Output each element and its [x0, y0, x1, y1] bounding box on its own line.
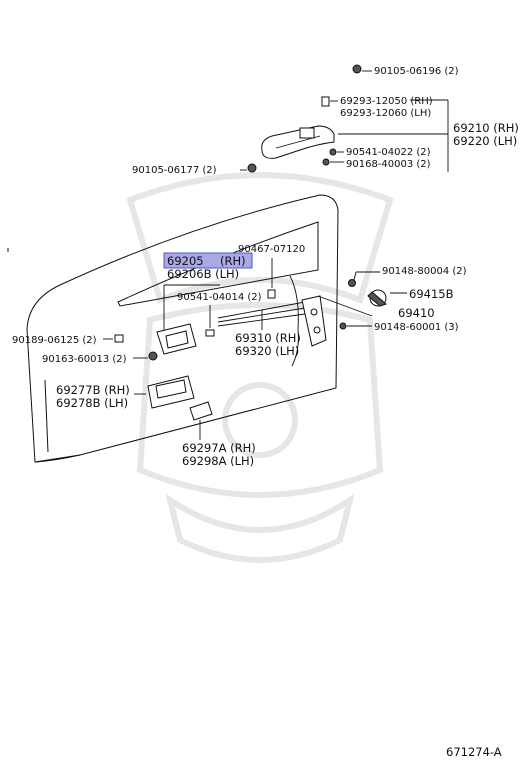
clip-90467-07120[interactable]: [267, 258, 276, 299]
outside-handle-69210[interactable]: [261, 99, 449, 172]
label-90105-06196[interactable]: 90105-06196 (2): [374, 66, 459, 77]
label-69310[interactable]: 69310 (RH): [235, 331, 301, 345]
diagram-code: 671274-A: [446, 745, 502, 759]
label-69415b[interactable]: 69415B: [409, 287, 454, 301]
clip-90541-04014[interactable]: [205, 305, 215, 337]
bolt-90148-80004[interactable]: [348, 271, 381, 287]
label-90148-60001[interactable]: 90148-60001 (3): [374, 322, 459, 333]
pull-handle-69297a[interactable]: [189, 401, 213, 440]
label-69220[interactable]: 69220 (LH): [453, 134, 517, 148]
label-69297a[interactable]: 69297A (RH): [182, 441, 256, 455]
clip-69293[interactable]: [321, 96, 338, 107]
label-69410[interactable]: 69410: [398, 306, 435, 320]
clip-90189-06125[interactable]: [103, 334, 124, 343]
armrest-69277b[interactable]: [134, 375, 195, 409]
label-69205-side[interactable]: (RH): [220, 254, 246, 268]
screw-90163-60013[interactable]: [133, 351, 158, 361]
label-90467-07120[interactable]: 90467-07120: [238, 244, 305, 255]
label-69278b[interactable]: 69278B (LH): [56, 396, 128, 410]
striker-69415b[interactable]: [367, 289, 407, 307]
label-69205-number[interactable]: 69205: [167, 254, 204, 268]
door-panel: [7, 194, 339, 463]
selected-part-highlight: [163, 252, 253, 269]
inside-handle-69205[interactable]: [156, 284, 220, 355]
screw-90541-04022[interactable]: [329, 148, 344, 156]
label-69298a[interactable]: 69298A (LH): [182, 454, 254, 468]
label-69293-rh[interactable]: 69293-12050 (RH): [340, 96, 433, 107]
bolt-90105-06196[interactable]: [352, 64, 372, 74]
watermark-emblem: [126, 172, 394, 563]
screw-90148-60001[interactable]: [339, 322, 372, 330]
rod-69310[interactable]: [217, 275, 306, 367]
label-69210[interactable]: 69210 (RH): [453, 121, 519, 135]
screw-90168-40003[interactable]: [322, 158, 344, 166]
door-lock-69410[interactable]: [301, 295, 373, 347]
label-69293-lh[interactable]: 69293-12060 (LH): [340, 108, 431, 119]
label-90148-80004[interactable]: 90148-80004 (2): [382, 266, 467, 277]
label-90163-60013[interactable]: 90163-60013 (2): [42, 354, 127, 365]
label-69277b[interactable]: 69277B (RH): [56, 383, 130, 397]
label-90541-04014[interactable]: 90541-04014 (2): [177, 292, 262, 303]
label-90168-40003[interactable]: 90168-40003 (2): [346, 159, 431, 170]
label-69320[interactable]: 69320 (LH): [235, 344, 299, 358]
label-90105-06177[interactable]: 90105-06177 (2): [132, 165, 217, 176]
label-90541-04022[interactable]: 90541-04022 (2): [346, 147, 431, 158]
screw-90105-06177[interactable]: [240, 163, 257, 173]
label-69206b[interactable]: 69206B (LH): [167, 267, 239, 281]
label-90189-06125[interactable]: 90189-06125 (2): [12, 335, 97, 346]
